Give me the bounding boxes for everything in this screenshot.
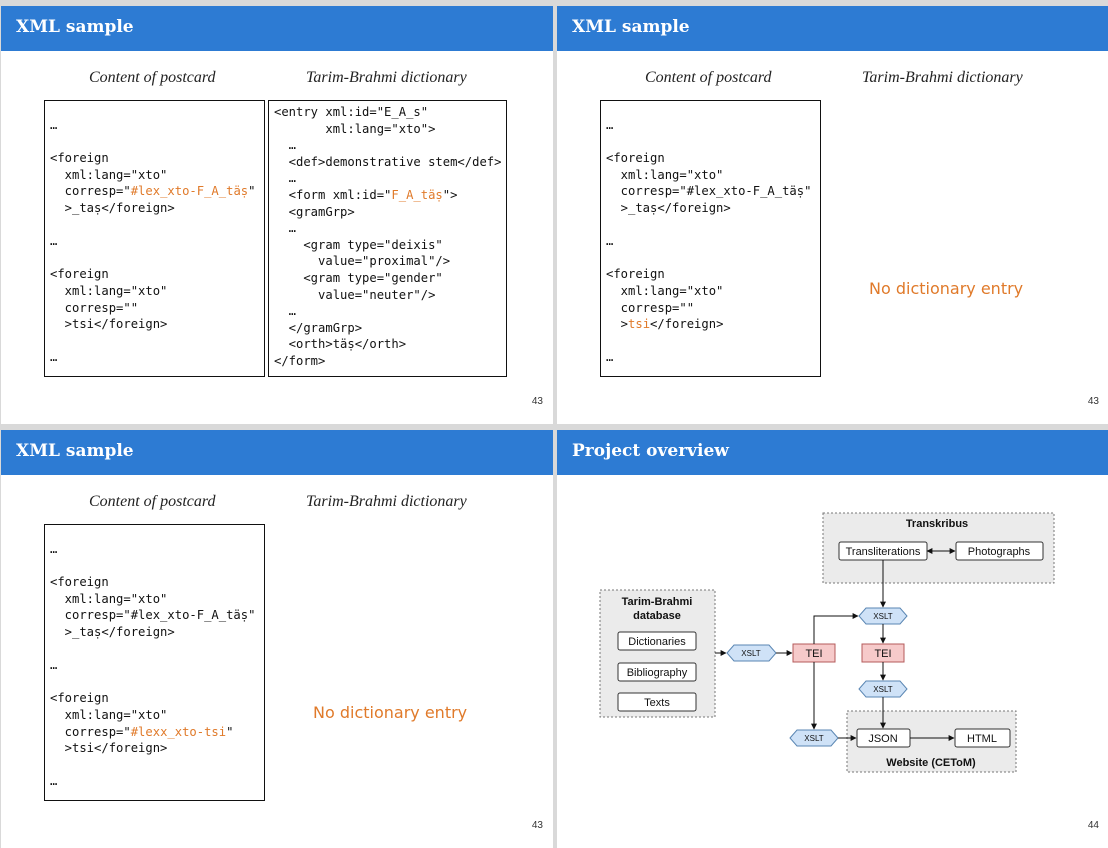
page-number: 43 (531, 396, 543, 407)
slide-header: Project overview (557, 430, 1108, 475)
dictionaries-node (617, 631, 697, 651)
form-id-highlight: F_A_täṣ (391, 187, 443, 202)
slide-title: XML sample (16, 17, 134, 37)
tsi-highlight: tsi (628, 317, 651, 332)
database-label-line1: Tarim-Brahmi (622, 596, 693, 608)
postcard-code: … <foreign xml:lang="xto" corresp="#lex_… (50, 542, 256, 789)
corresp-highlight: #lex_xto-F_A_täṣ (130, 184, 249, 199)
dictionary-code-box: <entry xml:id="E_A_s" xml:lang="xto"> … … (268, 100, 507, 377)
html-node (954, 728, 1011, 748)
slide-title: Project overview (572, 441, 729, 461)
page-number: 44 (1087, 820, 1099, 831)
slide-header: XML sample (1, 430, 553, 475)
xslt-label-db: XSLT (741, 649, 761, 658)
no-dictionary-entry: No dictionary entry (869, 279, 1024, 298)
column-title-postcard: Content of postcard (645, 69, 772, 86)
slide-title: XML sample (16, 441, 134, 461)
no-dictionary-entry: No dictionary entry (313, 703, 468, 722)
postcard-code: … <foreign xml:lang="xto" corresp="#lex_… (606, 118, 812, 365)
website-label: Website (CEToM) (886, 757, 976, 769)
slide-project-overview: Project overview Transkribus Tarim-Brahm… (557, 430, 1108, 848)
database-label-line2: database (633, 610, 681, 622)
json-label: JSON (868, 733, 897, 745)
texts-label: Texts (644, 697, 670, 709)
column-title-postcard: Content of postcard (89, 69, 216, 86)
column-title-dictionary: Tarim-Brahmi dictionary (306, 69, 467, 86)
texts-node (617, 692, 697, 712)
transkribus-label: Transkribus (906, 518, 968, 530)
xslt-label-top: XSLT (873, 612, 893, 621)
project-overview-diagram: Transkribus Tarim-Brahmi database Websit… (599, 512, 1055, 773)
slide-header: XML sample (557, 6, 1108, 51)
bibliography-node (617, 662, 697, 682)
xslt-label-bottom: XSLT (804, 734, 824, 743)
slide-xml-sample-1: XML sample Content of postcard Tarim-Bra… (1, 6, 553, 424)
xslt-node-mid (858, 680, 908, 698)
transliterations-label: Transliterations (846, 546, 921, 558)
page-number: 43 (531, 820, 543, 831)
slide-header: XML sample (1, 6, 553, 51)
xslt-node-top (858, 607, 908, 625)
tei-label-center: TEI (874, 648, 891, 660)
postcard-code-box: … <foreign xml:lang="xto" corresp="#lex_… (44, 524, 265, 801)
column-title-dictionary: Tarim-Brahmi dictionary (862, 69, 1023, 86)
photographs-label: Photographs (968, 546, 1031, 558)
arrow-tei-xslt-top (813, 613, 859, 644)
column-title-dictionary: Tarim-Brahmi dictionary (306, 493, 467, 510)
slide-xml-sample-3: XML sample Content of postcard Tarim-Bra… (1, 430, 553, 848)
html-label: HTML (967, 733, 997, 745)
slide-xml-sample-2: XML sample Content of postcard Tarim-Bra… (557, 6, 1108, 424)
dictionaries-label: Dictionaries (628, 636, 686, 648)
column-title-postcard: Content of postcard (89, 493, 216, 510)
dictionary-code: <entry xml:id="E_A_s" xml:lang="xto"> … … (274, 105, 502, 368)
photographs-node (955, 541, 1044, 561)
tei-label-left: TEI (805, 648, 822, 660)
postcard-code-box: … <foreign xml:lang="xto" corresp="#lex_… (600, 100, 821, 377)
slide-title: XML sample (572, 17, 690, 37)
bibliography-label: Bibliography (627, 667, 688, 679)
corresp-highlight: #lexx_xto-tsi (130, 724, 227, 739)
postcard-code: … <foreign xml:lang="xto" corresp="#lex_… (50, 118, 256, 365)
page-number: 43 (1087, 396, 1099, 407)
xslt-label-mid: XSLT (873, 685, 893, 694)
postcard-code-box: … <foreign xml:lang="xto" corresp="#lex_… (44, 100, 265, 377)
